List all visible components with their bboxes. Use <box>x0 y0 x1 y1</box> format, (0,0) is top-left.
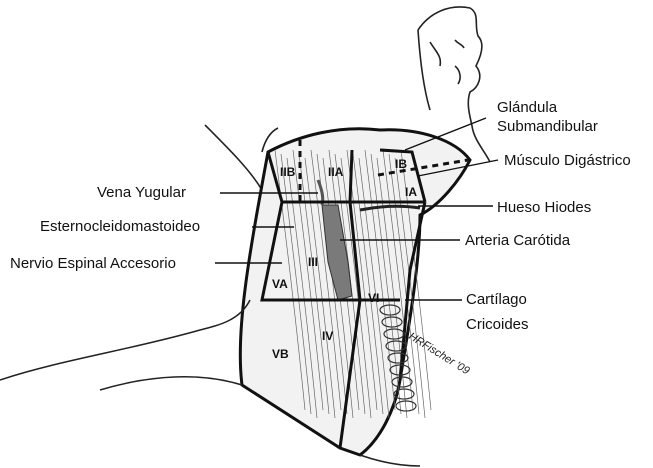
label-glandula-line1: Glándula <box>497 99 558 116</box>
label-glandula-line2: Submandibular <box>497 118 598 135</box>
level-vb: VB <box>272 347 289 361</box>
label-nervio-espinal: Nervio Espinal Accesorio <box>10 255 176 272</box>
label-arteria-carotida: Arteria Carótida <box>465 232 571 249</box>
label-cartilago-line2: Cricoides <box>466 316 529 333</box>
label-hueso-hiodes: Hueso Hiodes <box>497 199 591 216</box>
label-cartilago-line1: Cartílago <box>466 291 527 308</box>
level-iib: IIB <box>280 165 296 179</box>
label-musculo-digastrico: Músculo Digástrico <box>504 152 631 169</box>
level-ia: IA <box>405 185 417 199</box>
label-esternocleidomastoideo: Esternocleidomastoideo <box>40 218 200 235</box>
level-va: VA <box>272 277 288 291</box>
artist-signature: HRFischer '09 <box>406 330 471 377</box>
level-ib: IB <box>395 157 407 171</box>
level-iv: IV <box>322 329 333 343</box>
level-iia: IIA <box>328 165 344 179</box>
level-vi: VI <box>368 291 379 305</box>
label-vena-yugular: Vena Yugular <box>97 184 186 201</box>
level-iii: III <box>308 255 318 269</box>
